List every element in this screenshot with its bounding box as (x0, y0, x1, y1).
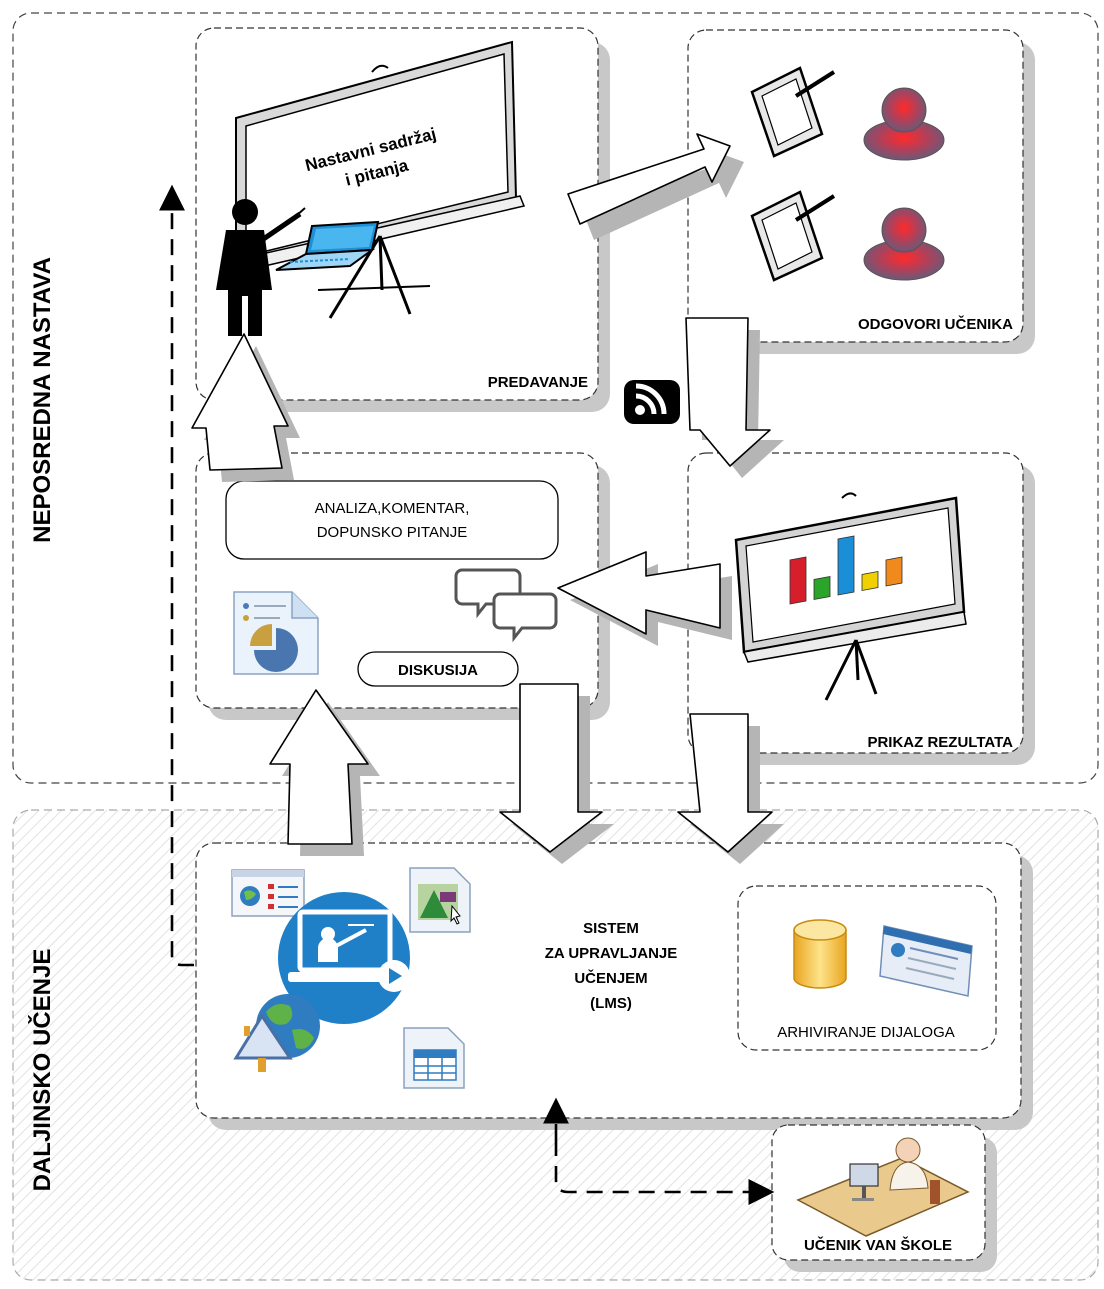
report-icon (233, 591, 319, 675)
diskusija-label: DISKUSIJA (398, 662, 478, 679)
analiza-callout: ANALIZA,KOMENTAR, DOPUNSKO PITANJE (225, 480, 559, 560)
analiza-line1: ANALIZA,KOMENTAR, (315, 500, 470, 517)
chart-bar (789, 556, 807, 605)
arrow-to-analiza (557, 551, 732, 646)
laptop-icon (275, 220, 380, 271)
results-chart (789, 535, 903, 605)
student-icon (863, 207, 945, 281)
arrow-lms-to-analiza (269, 689, 380, 856)
lms-line1: SISTEM (583, 920, 639, 937)
section-bottom-label: DALJINSKO UČENJE (28, 949, 56, 1192)
ucenik-van-label: UČENIK VAN ŠKOLE (804, 1236, 952, 1254)
chat-icon (454, 568, 558, 643)
analiza-line2: DOPUNSKO PITANJE (317, 524, 468, 541)
rss-icon (624, 380, 680, 424)
arrow-to-predavanje (191, 333, 300, 482)
chart-bar (885, 556, 903, 587)
tablet-icon (750, 66, 836, 158)
student-desk-icon (796, 1137, 970, 1237)
lms-line3: UČENJEM (574, 969, 647, 987)
section-top-label: NEPOSREDNA NASTAVA (29, 257, 56, 543)
chart-bar (837, 535, 855, 596)
database-icon (793, 919, 847, 989)
arhiviranje-label: ARHIVIRANJE DIJALOGA (777, 1024, 955, 1041)
spreadsheet-icon (403, 1027, 465, 1089)
prikaz-label: PRIKAZ REZULTATA (867, 734, 1013, 751)
arrow-analiza-to-lms (499, 683, 614, 864)
box-odgovori: ODGOVORI UČENIKA (687, 29, 1024, 343)
arrow-prikaz-to-lms (677, 713, 784, 864)
globe-icon (233, 994, 320, 1072)
chart-bar (813, 576, 831, 600)
elearning-icon (278, 892, 410, 1024)
lms-line2: ZA UPRAVLJANJE (545, 945, 678, 962)
lms-line4: (LMS) (590, 995, 632, 1012)
dashed-ucenik-to-lms (543, 1097, 775, 1205)
web-page-icon (879, 925, 973, 997)
arrow-to-prikaz (685, 317, 784, 478)
tablet-icon (750, 190, 836, 282)
image-file-icon (409, 867, 471, 933)
lms-title: SISTEM ZA UPRAVLJANJE UČENJEM (LMS) (545, 920, 678, 1012)
teacher-icon (216, 199, 306, 336)
dashed-lms-to-predavanje (159, 184, 194, 967)
section-neposredna (12, 12, 1099, 784)
arrow-to-odgovori (567, 133, 744, 240)
odgovori-label: ODGOVORI UČENIKA (858, 315, 1013, 333)
predavanje-label: PREDAVANJE (488, 374, 588, 391)
web-page-icon (231, 869, 305, 917)
diskusija-pill: DISKUSIJA (357, 651, 519, 687)
student-icon (863, 87, 945, 161)
chart-bar (861, 571, 879, 591)
